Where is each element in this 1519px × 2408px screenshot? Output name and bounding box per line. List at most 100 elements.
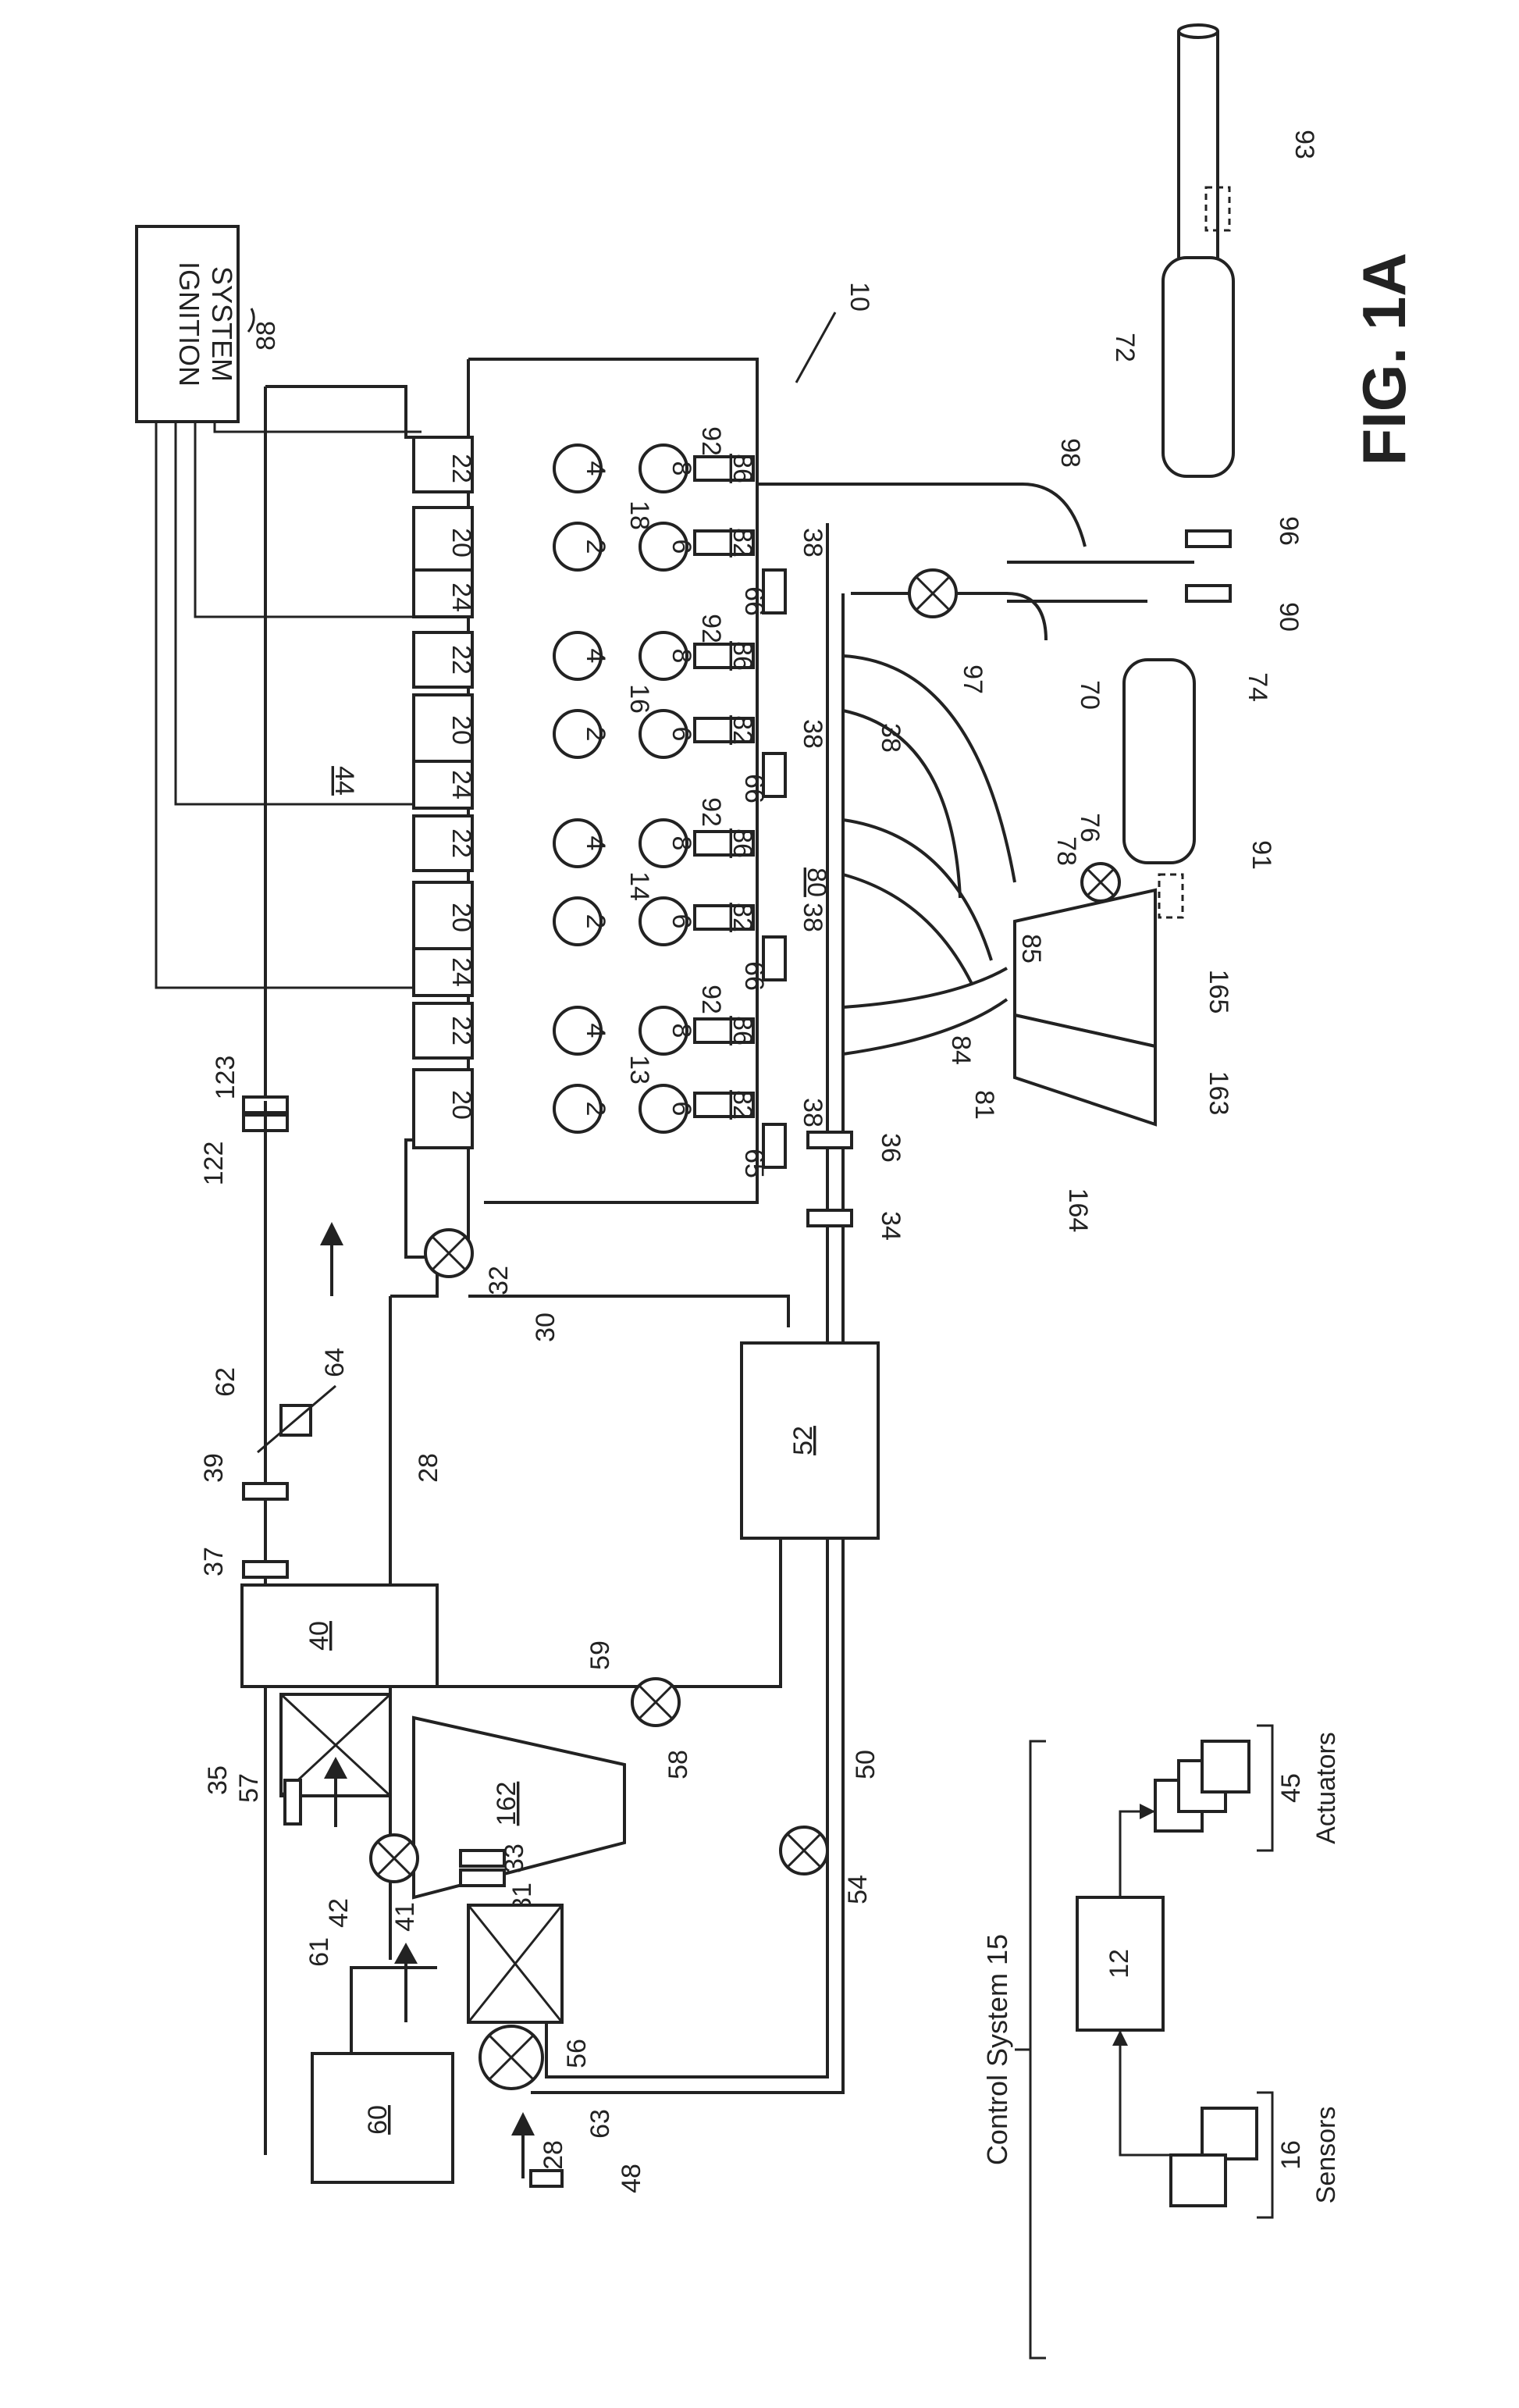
- ref-88: 88: [251, 321, 281, 351]
- ref-54: 54: [843, 1875, 873, 1904]
- actuators-label: Actuators: [1311, 1732, 1341, 1844]
- injector-16: [763, 753, 785, 796]
- injector-13: [763, 1124, 785, 1167]
- ref-34: 34: [876, 1211, 905, 1241]
- cyl18-ref-86: 86: [727, 454, 757, 483]
- cyl16-num-6: 6: [667, 727, 696, 742]
- ref-78: 78: [1051, 836, 1081, 866]
- ref-60: 60: [363, 2105, 393, 2135]
- ref-28-b: 28: [539, 2140, 568, 2170]
- sensor-91: [1159, 875, 1183, 917]
- sensor-39: [244, 1484, 287, 1499]
- sensors-bracket: [1257, 2093, 1272, 2217]
- catalyst-72: [1163, 258, 1233, 476]
- ref-62: 62: [211, 1367, 240, 1397]
- sensor-48: [531, 2171, 562, 2186]
- ref-35: 35: [203, 1765, 233, 1795]
- cyl18-ref-20: 20: [446, 528, 476, 557]
- ignition-system-label-1: IGNITION: [173, 262, 205, 386]
- intake-flow-arrowhead: [320, 1222, 343, 1245]
- sensor-90: [1186, 586, 1230, 601]
- figure-title: FIG. 1A: [1350, 252, 1418, 465]
- sensor-box-1: [1202, 2108, 1257, 2159]
- ref-162: 162: [492, 1782, 521, 1826]
- cyl16-ref-20: 20: [446, 715, 476, 745]
- exhaust-runner-3: [843, 656, 1015, 882]
- ignition-system-label-2: SYSTEM: [206, 266, 238, 382]
- ref-28-a: 28: [414, 1453, 443, 1483]
- ref-50: 50: [851, 1750, 880, 1779]
- ref-40: 40: [304, 1621, 334, 1651]
- ref-14: 14: [624, 871, 654, 901]
- ref-98: 98: [1055, 438, 1085, 468]
- ref-165: 165: [1204, 970, 1233, 1014]
- exhaust-runner-8: [843, 999, 1007, 1054]
- ref-56: 56: [562, 2039, 592, 2068]
- ref-48: 48: [617, 2164, 646, 2193]
- ref-96: 96: [1274, 516, 1304, 546]
- cyl16-num-8: 8: [667, 649, 696, 664]
- intake-manifold-top: [265, 386, 414, 437]
- ignition-lead-4: [215, 422, 422, 432]
- ref-38-c: 38: [798, 903, 827, 932]
- sensor-link-arrowhead: [1112, 2030, 1128, 2046]
- cyl14-ref-24: 24: [446, 957, 476, 987]
- engine-block-outline: [468, 359, 757, 1202]
- catalyst-70: [1124, 660, 1194, 863]
- cyl18-ref-22: 22: [446, 454, 476, 483]
- cyl18-num-6: 6: [667, 540, 696, 554]
- ref-13: 13: [624, 1055, 654, 1085]
- ref-59: 59: [585, 1640, 615, 1670]
- ref-92-d: 92: [696, 985, 726, 1014]
- ref-97: 97: [958, 664, 987, 694]
- ref-10: 10: [845, 282, 874, 312]
- ref-58: 58: [663, 1750, 693, 1779]
- cyl13-num-6: 6: [667, 1102, 696, 1117]
- cyl18-ref-24: 24: [446, 582, 476, 612]
- sensor-35: [285, 1780, 301, 1824]
- ref-163: 163: [1204, 1071, 1233, 1116]
- sensor-36: [808, 1132, 852, 1148]
- injector-18: [763, 570, 785, 613]
- cyl16-num-4: 4: [581, 649, 610, 664]
- ignition-lead-2: [176, 422, 422, 804]
- exhaust-runner-7: [843, 968, 1007, 1007]
- ref-36: 36: [876, 1133, 905, 1163]
- ref-74: 74: [1243, 672, 1272, 702]
- ref-90: 90: [1274, 602, 1304, 632]
- cyl13-num-4: 4: [581, 1024, 610, 1038]
- sensor-box-2: [1171, 2155, 1226, 2206]
- ref-80: 80: [802, 867, 831, 897]
- cyl14-ref-86: 86: [727, 828, 757, 858]
- exhaust-runner-6: [843, 875, 972, 984]
- cyl14-ref-20: 20: [446, 903, 476, 932]
- actuator-link-arrowhead: [1140, 1804, 1155, 1819]
- cyl13-ref-20: 20: [446, 1090, 476, 1120]
- ref-70: 70: [1075, 680, 1105, 710]
- tailpipe: [1179, 31, 1218, 258]
- cyl14-num-8: 8: [667, 836, 696, 851]
- ref-10-arrow: [796, 312, 835, 383]
- ref-84: 84: [946, 1035, 976, 1065]
- ref-38-d: 38: [798, 1098, 827, 1127]
- sensor-31: [461, 1870, 504, 1886]
- line-61: [351, 1968, 437, 2054]
- ref-41: 41: [390, 1902, 420, 1932]
- cyl13-ref-82: 82: [727, 1090, 757, 1120]
- cyl16-ref-86: 86: [727, 641, 757, 671]
- exhaust-runner-5: [843, 820, 991, 960]
- actuator-link: [1120, 1811, 1154, 1897]
- ref-38-b: 38: [798, 719, 827, 749]
- sensors-label: Sensors: [1311, 2107, 1341, 2204]
- ref-30: 30: [531, 1313, 560, 1342]
- ref-57: 57: [234, 1773, 264, 1803]
- ref-72: 72: [1110, 333, 1140, 362]
- ref-92-a: 92: [696, 426, 726, 456]
- ref-32: 32: [484, 1266, 514, 1295]
- cyl13-ref-22: 22: [446, 1016, 476, 1045]
- sensor-96: [1186, 531, 1230, 547]
- cyl14-num-4: 4: [581, 836, 610, 851]
- ref-18: 18: [624, 500, 654, 530]
